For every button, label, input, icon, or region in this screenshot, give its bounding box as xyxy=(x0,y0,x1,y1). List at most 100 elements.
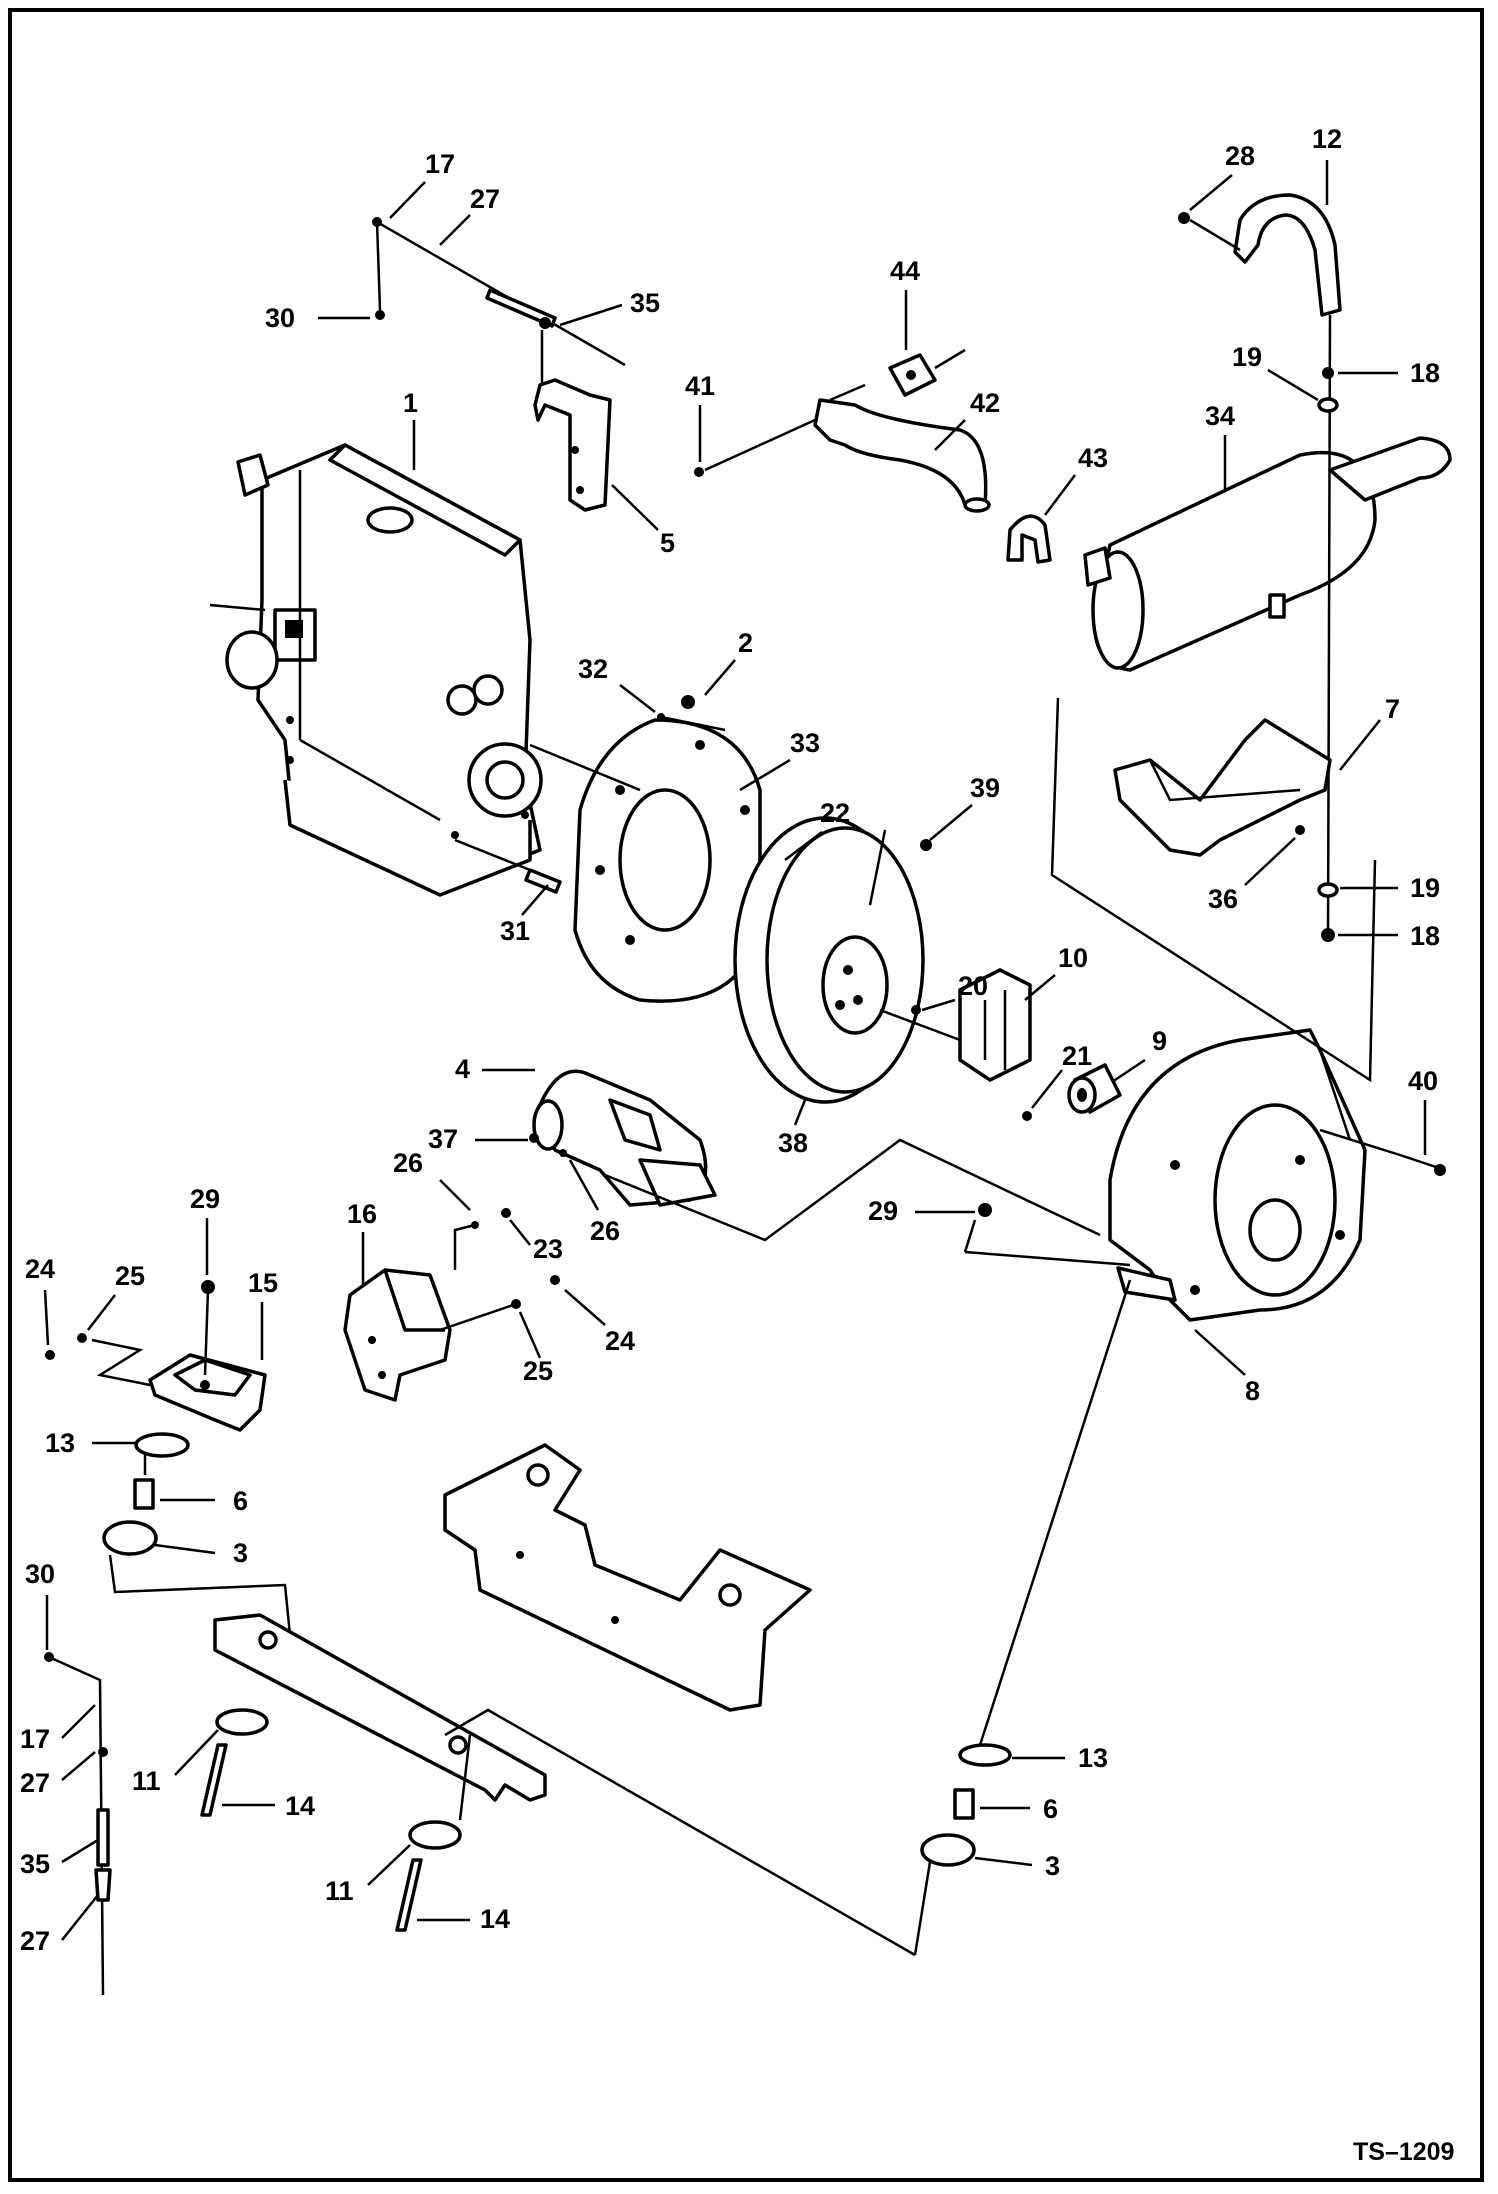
callout-43: 43 xyxy=(1078,443,1108,473)
callout-23: 23 xyxy=(533,1234,563,1264)
callout-11: 11 xyxy=(132,1766,161,1796)
strap-washer-lower xyxy=(1317,882,1339,898)
leader-line xyxy=(1050,697,1377,1083)
callout-3: 3 xyxy=(233,1538,248,1568)
callout-31: 31 xyxy=(500,916,530,946)
callout-35: 35 xyxy=(630,288,660,318)
leader-line xyxy=(978,1279,1132,1746)
callout-37: 37 xyxy=(428,1124,458,1154)
callout-36: 36 xyxy=(1208,884,1238,914)
callout-10: 10 xyxy=(1058,943,1088,973)
strap-nut-upper xyxy=(1322,367,1334,379)
callout-39: 39 xyxy=(970,773,1000,803)
callout-24-right: 24 xyxy=(605,1326,635,1356)
mount-bolts xyxy=(45,1333,151,1387)
exhaust-nut xyxy=(694,418,816,477)
rail-isolator-right xyxy=(395,1820,462,1932)
callout-28: 28 xyxy=(1225,141,1255,171)
callout-42: 42 xyxy=(970,388,1000,418)
callout-27: 27 xyxy=(470,184,500,214)
callout-14-right: 14 xyxy=(480,1904,510,1934)
callout-29: 29 xyxy=(190,1184,220,1214)
callout-5: 5 xyxy=(660,528,675,558)
callout-16: 16 xyxy=(347,1199,377,1229)
callout-17-lower: 17 xyxy=(20,1724,50,1754)
callout-19-lower: 19 xyxy=(1410,873,1440,903)
callout-35-lower: 35 xyxy=(20,1849,50,1879)
callout-13: 13 xyxy=(45,1428,75,1458)
callout-13-right: 13 xyxy=(1078,1743,1108,1773)
callout-1: 1 xyxy=(403,388,418,418)
starter-bolt xyxy=(529,1133,539,1143)
callout-29-right: 29 xyxy=(868,1196,898,1226)
engine-mount-15 xyxy=(148,1353,267,1432)
flywheel xyxy=(733,816,925,1104)
callout-24: 24 xyxy=(25,1254,55,1284)
callout-3-right: 3 xyxy=(1045,1851,1060,1881)
callout-40: 40 xyxy=(1408,1066,1438,1096)
callout-26: 26 xyxy=(393,1148,423,1178)
left-mount-stack xyxy=(102,1432,190,1556)
right-mount-stack xyxy=(920,1743,1012,1867)
throttle-cable-lower xyxy=(44,1652,112,1996)
callout-15: 15 xyxy=(248,1268,278,1298)
callout-32: 32 xyxy=(578,654,608,684)
callout-8: 8 xyxy=(1245,1376,1260,1406)
drawing-code: TS–1209 xyxy=(1353,2138,1454,2166)
stud xyxy=(454,838,562,894)
leader-line xyxy=(529,743,641,792)
callout-38: 38 xyxy=(778,1128,808,1158)
exhaust-flange xyxy=(888,348,966,397)
rail-isolator-left xyxy=(200,1708,269,1817)
callout-6: 6 xyxy=(233,1486,248,1516)
leader-line xyxy=(203,1289,210,1376)
callout-22: 22 xyxy=(820,798,850,828)
hub xyxy=(1067,1063,1122,1114)
cable-bracket xyxy=(533,330,612,512)
callout-44: 44 xyxy=(890,256,920,286)
callout-7: 7 xyxy=(1385,694,1400,724)
starter-motor xyxy=(532,1069,717,1207)
callout-4: 4 xyxy=(455,1054,470,1084)
leader-line xyxy=(604,1138,1101,1242)
callout-2: 2 xyxy=(738,628,753,658)
adapter-plate xyxy=(573,718,762,1003)
crossmember-plate xyxy=(443,1443,812,1712)
callout-20: 20 xyxy=(958,971,988,1001)
flywheel-bolt xyxy=(920,839,932,851)
callout-18: 18 xyxy=(1410,358,1440,388)
engine-block xyxy=(209,443,543,897)
callout-26-right: 26 xyxy=(590,1216,620,1246)
muffler-strap xyxy=(1178,193,1342,941)
callout-27-lower: 27 xyxy=(20,1926,50,1956)
mount-nut xyxy=(201,1280,215,1294)
callout-33: 33 xyxy=(790,728,820,758)
diagram-border xyxy=(8,8,1484,2182)
callout-34: 34 xyxy=(1205,401,1235,431)
starter-washer xyxy=(559,1149,567,1157)
engine-mount-bracket-16 xyxy=(343,1268,452,1402)
callout-19: 19 xyxy=(1232,342,1262,372)
strap-washer-upper xyxy=(1317,397,1339,413)
flywheel-housing xyxy=(1108,1028,1367,1322)
leader-line xyxy=(1319,1128,1401,1157)
plate-bolt xyxy=(657,695,726,732)
housing-nut xyxy=(963,1203,1131,1267)
muffler xyxy=(1083,436,1452,672)
coupling-bolt xyxy=(1022,1111,1032,1121)
bracket-bolts xyxy=(439,1208,560,1332)
callout-11-right: 11 xyxy=(325,1876,354,1906)
callout-18-lower: 18 xyxy=(1410,921,1440,951)
exhaust-clamp xyxy=(1006,514,1052,564)
leader-line xyxy=(108,1554,292,1636)
callout-25-right: 25 xyxy=(523,1356,553,1386)
callout-27-mid: 27 xyxy=(20,1768,50,1798)
strap-nut-lower xyxy=(1321,928,1335,942)
mount-rail xyxy=(213,1613,547,1802)
callout-14: 14 xyxy=(285,1791,315,1821)
callout-17: 17 xyxy=(425,149,455,179)
muffler-bracket xyxy=(1113,718,1332,857)
leader-line xyxy=(879,1008,961,1042)
